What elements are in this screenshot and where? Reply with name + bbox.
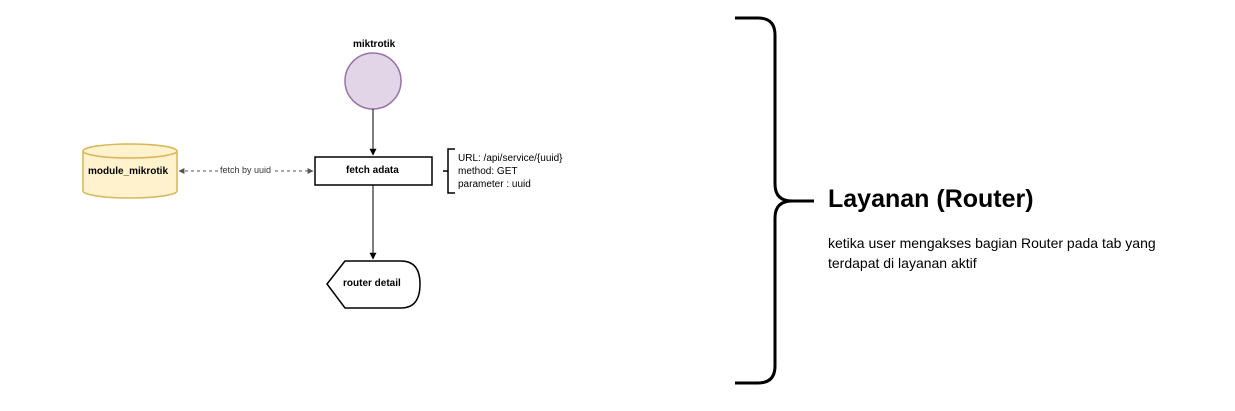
router-detail-node[interactable]: [326, 260, 421, 309]
section-title: Layanan (Router): [828, 185, 1034, 213]
miktrotik-node[interactable]: [344, 52, 402, 110]
module-mikrotik-database[interactable]: [82, 143, 178, 199]
api-annotation: URL: /api/service/{uuid} method: GET par…: [458, 152, 563, 191]
module-mikrotik-label: module_mikrotik: [88, 166, 169, 177]
annotation-parameter: parameter : uuid: [458, 179, 531, 190]
miktrotik-label: miktrotik: [353, 39, 396, 50]
annotation-bracket: [443, 148, 455, 194]
router-detail-label: router detail: [343, 278, 401, 289]
section-description: ketika user mengakses bagian Router pada…: [828, 235, 1156, 271]
annotation-url: URL: /api/service/{uuid}: [458, 153, 563, 164]
fetch-by-uuid-label: fetch by uuid: [218, 165, 274, 175]
curly-brace: [735, 16, 814, 385]
annotation-method: method: GET: [458, 166, 518, 177]
fetch-adata-label: fetch adata: [346, 165, 399, 176]
